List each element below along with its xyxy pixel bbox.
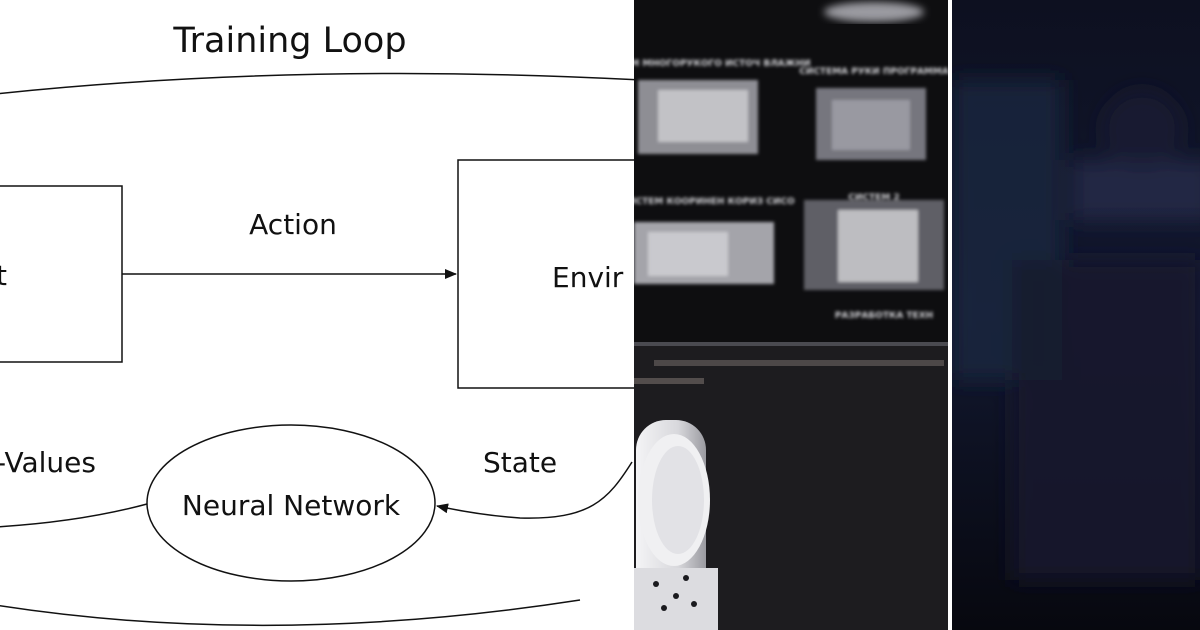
dark-night-photo xyxy=(952,0,1200,630)
monitor-screen xyxy=(634,0,948,345)
action-label: Action xyxy=(249,208,337,241)
photo-divider xyxy=(948,0,952,630)
loop-top-curve xyxy=(0,72,634,95)
state-label: State xyxy=(483,446,557,479)
monitor-caption: СИСТЕМ КООРИНЕН КОРИЗ СИСО xyxy=(634,197,795,207)
monitor-caption: РАЗРАБОТКА ТЕХН xyxy=(835,311,933,321)
qvalues-label: -Values xyxy=(0,446,96,479)
monitor-caption: СИСТЕМ МНОГОРУКОГО ИСТОЧ ВЛАЖНИ xyxy=(634,59,811,69)
training-loop-diagram: Training Loop t Envir Action Neural Netw… xyxy=(0,21,634,627)
qvalues-curve xyxy=(0,503,148,528)
environment-box xyxy=(457,159,634,389)
neural-network-node xyxy=(146,424,436,582)
monitor-caption: СИСТЕМ 2 xyxy=(848,193,899,203)
robot-arm xyxy=(634,420,718,630)
loop-bottom-curve xyxy=(0,599,581,627)
agent-box xyxy=(0,185,123,363)
diagram-title: Training Loop xyxy=(172,21,406,61)
environment-label: Envir xyxy=(552,261,624,294)
monitor-caption: СИСТЕМА РУКИ ПРОГРАММА xyxy=(799,67,948,77)
robot-monitor-illustration: СИСТЕМ МНОГОРУКОГО ИСТОЧ ВЛАЖНИ СИСТЕМА … xyxy=(634,0,948,630)
agent-label: t xyxy=(0,259,7,292)
dark-night-illustration xyxy=(952,0,1200,630)
neural-network-label: Neural Network xyxy=(182,489,401,522)
robot-monitor-photo: СИСТЕМ МНОГОРУКОГО ИСТОЧ ВЛАЖНИ СИСТЕМА … xyxy=(634,0,948,630)
state-arrow xyxy=(436,461,633,519)
